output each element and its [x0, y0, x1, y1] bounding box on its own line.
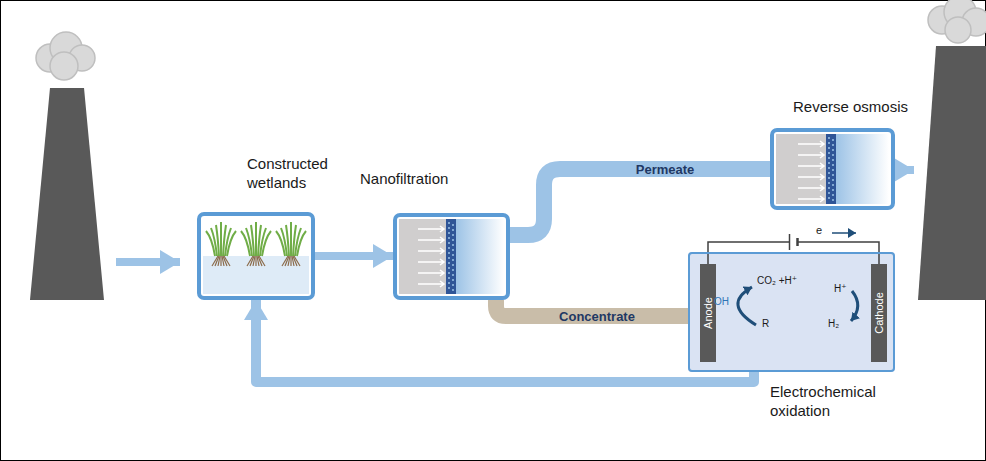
reaction-arrow [851, 291, 858, 321]
flow-label: Concentrate [557, 309, 637, 324]
process-box: Reverse osmosis [770, 128, 895, 210]
wetland-basin [197, 212, 315, 300]
electrode: Anode [700, 264, 716, 362]
electron-arrow [832, 232, 856, 234]
membrane-module [393, 213, 510, 300]
circuit-wire [708, 234, 879, 264]
flow-label: Permeate [634, 162, 697, 177]
reaction-arrow [738, 287, 756, 325]
electrode: Cathode [871, 264, 887, 362]
chemistry-label: CO₂ +H⁺ [757, 275, 797, 287]
process-box: Constructed wetlands [197, 212, 315, 300]
chemistry-label: OH [714, 296, 729, 308]
process-heading: Electrochemical oxidation [770, 382, 894, 420]
cell-fill [688, 252, 895, 372]
flow-band [256, 300, 754, 382]
electrochemical-cell: Electrochemical oxidationAnodeCathode [688, 252, 895, 372]
process-heading: Nanofiltration [360, 169, 500, 188]
factory [30, 32, 104, 300]
flow-band [510, 169, 770, 235]
factory [918, 0, 986, 300]
membrane-module [770, 128, 895, 210]
process-heading: Reverse osmosis [793, 97, 933, 116]
flow-band [315, 252, 393, 260]
process-box: Nanofiltration [393, 213, 510, 300]
chemistry-label: R [762, 318, 769, 330]
electrode-label: Cathode [873, 292, 885, 334]
chemistry-label: e [816, 224, 822, 236]
chemistry-label: H⁺ [834, 283, 847, 295]
chemistry-label: H₂ [828, 318, 839, 330]
flow-arrow [902, 166, 914, 174]
process-heading: Constructed wetlands [247, 154, 347, 192]
electrode-label: Anode [702, 297, 714, 329]
flow-arrow [116, 258, 180, 266]
